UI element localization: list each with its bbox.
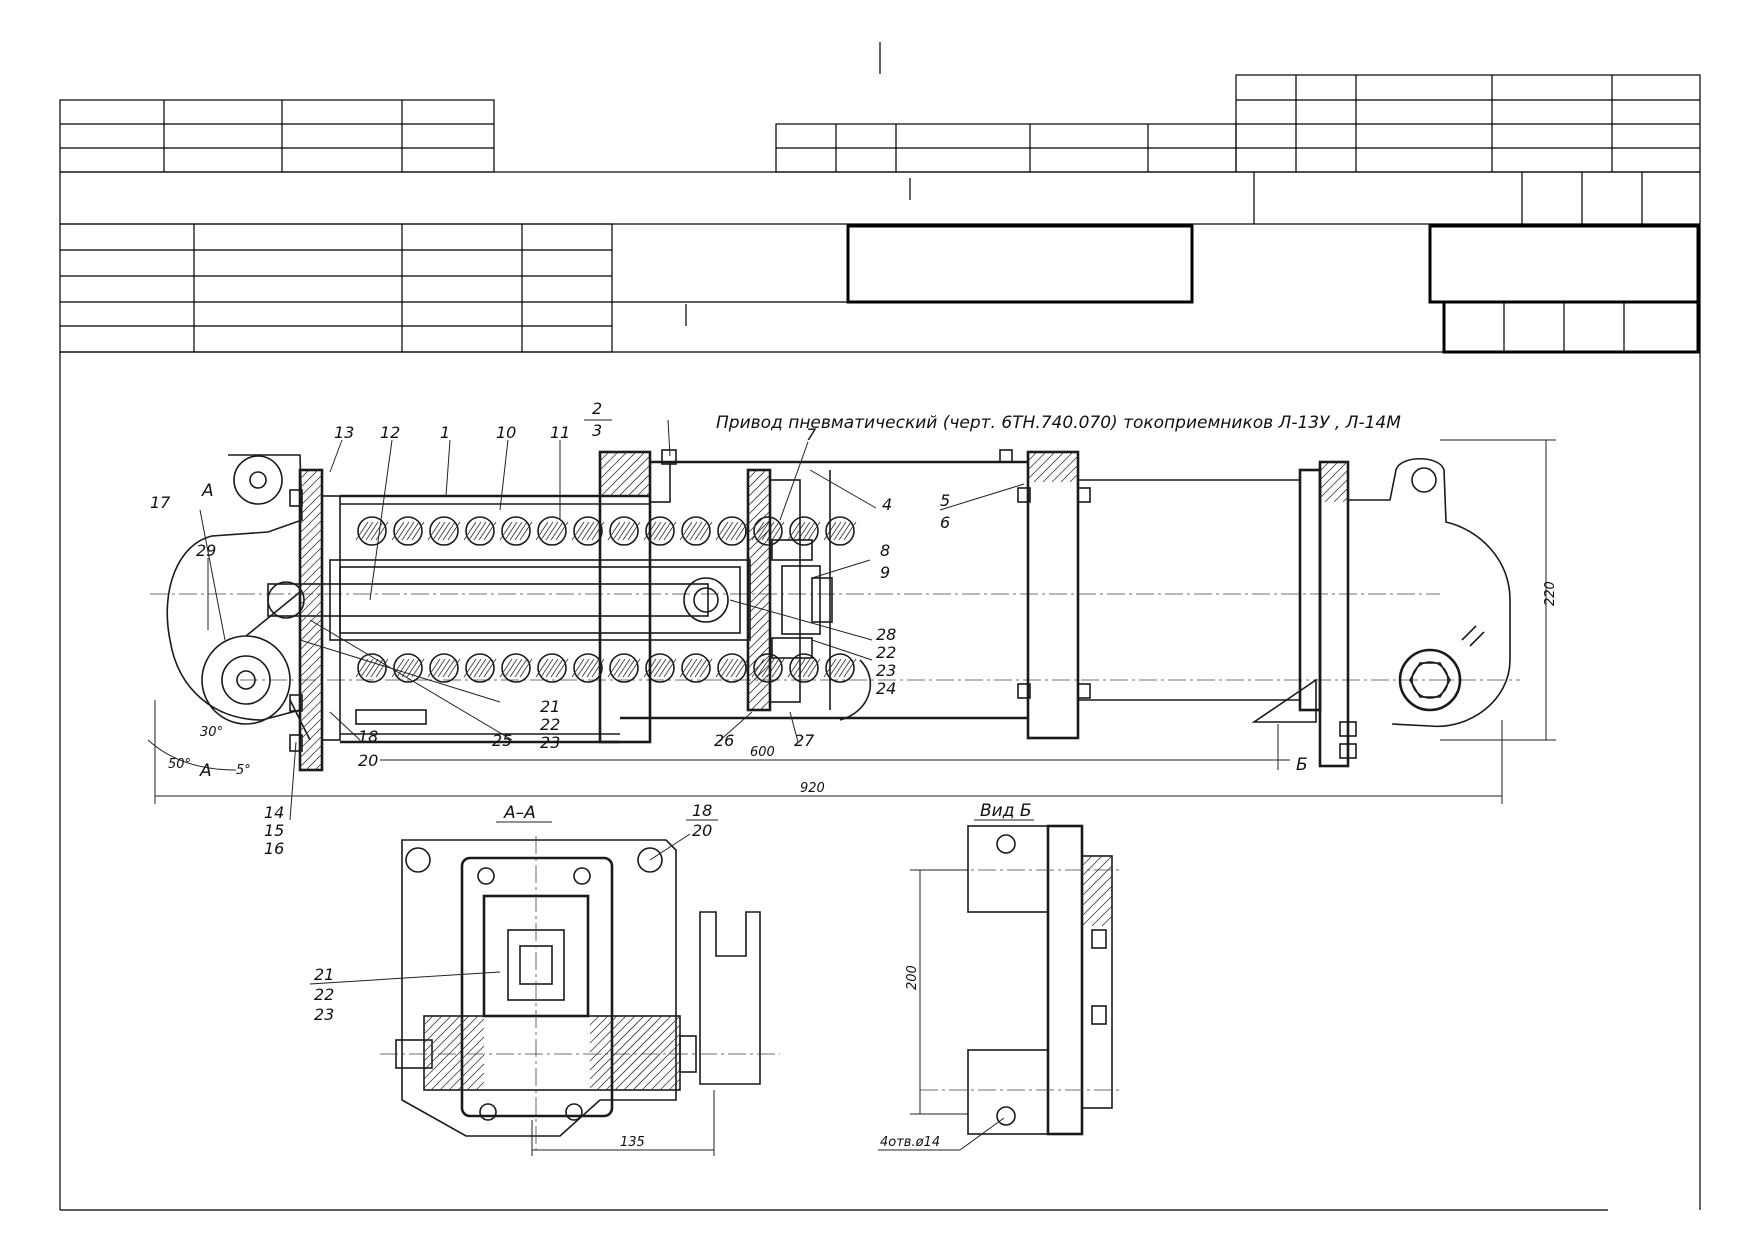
spring-coil: [429, 653, 459, 683]
view-b-hatching: [1081, 855, 1113, 927]
callout-2: 2: [592, 399, 602, 418]
spring-coil: [717, 653, 747, 683]
spring-coil: [753, 516, 783, 546]
callout-10: 10: [496, 423, 516, 442]
callout-22b: 22: [540, 715, 560, 734]
callout-28: 28: [876, 625, 896, 644]
spring-coil: [465, 516, 495, 546]
section-mark-a-top: А: [201, 481, 214, 501]
callout-8: 8: [880, 541, 890, 560]
view-b: Вид Б 200 4отв.ø14: [878, 801, 1120, 1151]
spring-coil: [645, 653, 675, 683]
section-a-a-view: А–А 135 18 20 21 22 23: [309, 801, 780, 1156]
spring-coil: [825, 516, 855, 546]
callout-26: 26: [714, 731, 734, 750]
spring-coil: [645, 516, 675, 546]
spring-coil: [429, 516, 459, 546]
dimension-220: 220: [1543, 581, 1558, 606]
spring-coil: [825, 653, 855, 683]
callout-17: 17: [150, 493, 171, 512]
callout-27: 27: [794, 731, 815, 750]
callout-9: 9: [880, 563, 890, 582]
callout-12: 12: [380, 423, 400, 442]
spring-coil: [609, 516, 639, 546]
spring-coil: [573, 516, 603, 546]
section-callout-20: 20: [692, 821, 712, 840]
leader-lines: [199, 419, 1025, 821]
spring-coil: [681, 653, 711, 683]
callout-1: 1: [440, 423, 450, 442]
callout-5: 5: [940, 491, 950, 510]
callout-23b: 23: [540, 733, 560, 752]
spring-coil: [501, 516, 531, 546]
view-b-label: Вид Б: [980, 801, 1032, 821]
dimension-lines: [147, 439, 1556, 804]
dimension-600: 600: [750, 745, 775, 760]
spring-coil: [393, 516, 423, 546]
spring-coil: [681, 516, 711, 546]
spring-coil: [465, 653, 495, 683]
section-callout-21: 21: [314, 965, 334, 984]
spring-coil: [753, 653, 783, 683]
callout-7: 7: [806, 425, 817, 444]
callout-22: 22: [876, 643, 896, 662]
holes-note: 4отв.ø14: [880, 1135, 940, 1150]
main-assembly-view: 13 12 1 10 11 2 3 7 4 5 6 8 9 28 22 23 2…: [147, 399, 1558, 858]
callout-20: 20: [358, 751, 378, 770]
callout-29: 29: [196, 541, 216, 560]
section-callout-18: 18: [692, 801, 712, 820]
spring-coil: [609, 653, 639, 683]
spring-coil: [393, 653, 423, 683]
dimension-135: 135: [620, 1135, 645, 1150]
section-mark-a-bottom: А: [199, 761, 212, 781]
spring-coil: [537, 516, 567, 546]
dimension-920: 920: [800, 781, 825, 796]
spring-coil: [789, 653, 819, 683]
angle-30: 30°: [200, 725, 223, 740]
section-hatching: [299, 451, 1349, 771]
section-callout-23: 23: [314, 1005, 334, 1024]
spring-coil: [357, 516, 387, 546]
callout-18: 18: [358, 727, 378, 746]
callout-4: 4: [882, 495, 892, 514]
callout-14: 14: [264, 803, 284, 822]
callout-16: 16: [264, 839, 284, 858]
section-a-a-label: А–А: [503, 803, 536, 823]
section-callout-22: 22: [314, 985, 334, 1004]
form-grid: [59, 42, 1701, 1211]
callout-3: 3: [592, 421, 602, 440]
spring-coil: [789, 516, 819, 546]
callout-13: 13: [334, 423, 354, 442]
angle-50: 50°: [168, 757, 191, 772]
callout-6: 6: [940, 513, 950, 532]
callout-25: 25: [492, 731, 512, 750]
callout-24: 24: [876, 679, 896, 698]
section-a-a-hatching: [423, 1015, 681, 1091]
spring-coil: [717, 516, 747, 546]
dimension-200: 200: [905, 965, 920, 990]
spring-coil: [573, 653, 603, 683]
callout-11: 11: [550, 423, 570, 442]
angle-5: 5°: [236, 763, 251, 778]
spring-coil: [357, 653, 387, 683]
callout-21: 21: [540, 697, 560, 716]
view-mark-b: Б: [1296, 755, 1308, 775]
callout-23: 23: [876, 661, 896, 680]
spring-coil: [537, 653, 567, 683]
drawing-title: Привод пневматический (черт. 6ТН.740.070…: [716, 413, 1401, 433]
spring-coil: [501, 653, 531, 683]
spring-coils-lower: [355, 653, 857, 683]
callout-15: 15: [264, 821, 284, 840]
